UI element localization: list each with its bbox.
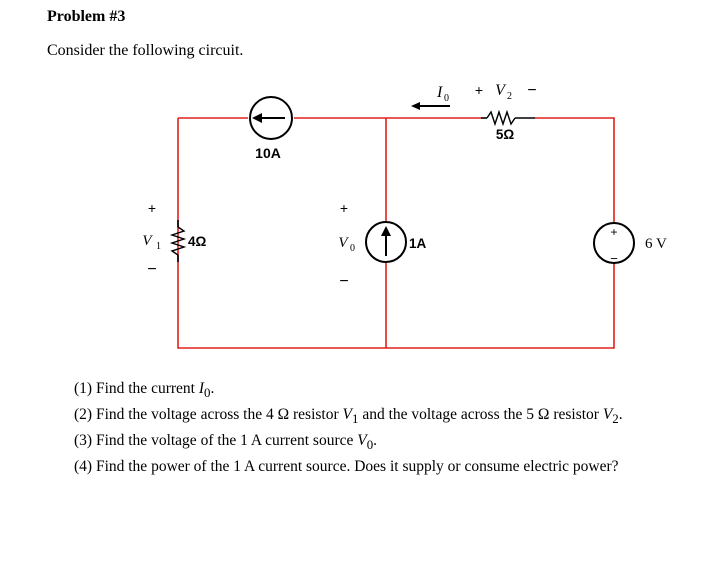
current-source-1a: [365, 221, 407, 263]
v1-minus-sign: −: [147, 261, 156, 278]
current-source-10a: [249, 96, 293, 140]
question-text: Find the power of the 1 A current source…: [95, 458, 619, 476]
symbol-2: V: [602, 406, 613, 424]
i0-symbol: I: [436, 84, 443, 101]
question-3: (3) Find the voltage of the 1 A current …: [74, 430, 623, 456]
v2-minus-sign: −: [527, 82, 536, 99]
subscript: 0: [366, 437, 374, 453]
label-5-ohm: 5Ω: [496, 127, 515, 142]
v0-subscript: 0: [350, 243, 355, 254]
question-text: Find the voltage across the 4 Ω resistor: [95, 406, 339, 424]
v0-plus-sign: +: [340, 200, 348, 216]
symbol: V: [357, 432, 367, 450]
label-1a: 1A: [409, 236, 427, 251]
resistor-5-ohm: [481, 109, 535, 127]
question-4: (4) Find the power of the 1 A current so…: [74, 456, 623, 478]
question-text-middle: and the voltage across the 5 Ω resistor: [362, 406, 599, 424]
period: .: [618, 406, 623, 424]
circuit-wires: [177, 117, 615, 349]
v0-symbol: V: [338, 235, 349, 251]
question-text: Find the voltage of the 1 A current sour…: [95, 432, 354, 450]
subscript: 0: [204, 385, 211, 401]
period: .: [373, 432, 378, 450]
voltage-source-6v: [593, 222, 635, 264]
question-2: (2) Find the voltage across the 4 Ω resi…: [74, 404, 623, 430]
subscript-2: 2: [612, 411, 619, 427]
label-4-ohm: 4Ω: [188, 234, 207, 249]
symbol: I: [198, 380, 205, 397]
v2-plus-sign: +: [475, 82, 483, 98]
v1-symbol: V: [142, 233, 153, 249]
label-10a: 10A: [255, 145, 281, 161]
question-number: (1): [74, 380, 93, 397]
v2-symbol: V: [495, 82, 507, 99]
problem-intro: Consider the following circuit.: [47, 42, 244, 59]
v1-plus-sign: +: [148, 200, 156, 216]
i0-subscript: 0: [444, 93, 449, 104]
question-number: (2): [74, 406, 93, 424]
label-6v: 6 V: [645, 236, 667, 252]
resistor-4-ohm: [169, 220, 187, 262]
v1-subscript: 1: [156, 241, 161, 252]
problem-title: Problem #3: [47, 8, 126, 25]
question-number: (4): [74, 458, 93, 476]
question-number: (3): [74, 432, 93, 450]
question-list: (1) Find the current I0. (2) Find the vo…: [74, 378, 623, 478]
i0-arrow-icon: [411, 102, 450, 110]
outer-loop-wire: [177, 117, 615, 349]
vs-plus-sign: +: [610, 225, 617, 239]
vs-minus-sign: −: [610, 251, 618, 266]
symbol: V: [342, 406, 352, 424]
v2-subscript: 2: [507, 91, 512, 102]
subscript: 1: [351, 411, 359, 427]
v0-minus-sign: −: [339, 273, 348, 290]
question-text: Find the current: [95, 380, 195, 397]
question-1: (1) Find the current I0.: [74, 378, 623, 404]
period: .: [210, 380, 215, 397]
